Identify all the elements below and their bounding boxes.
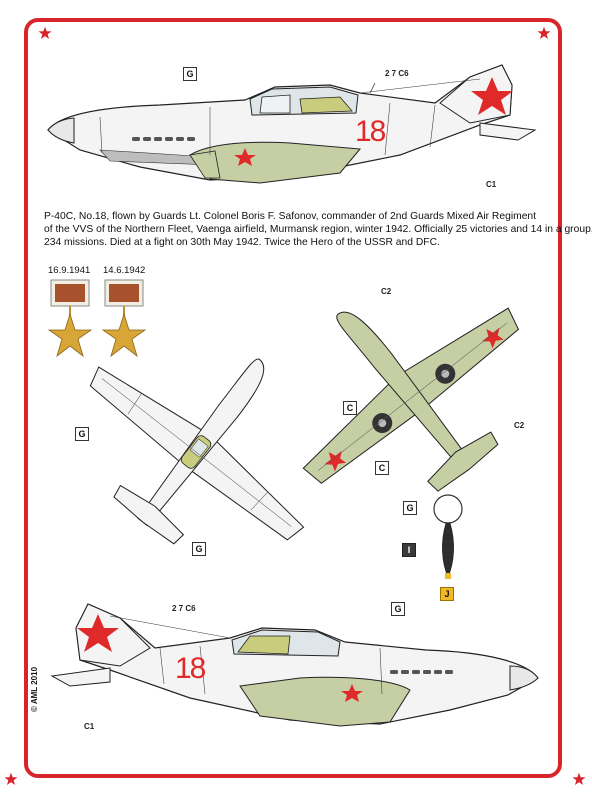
aircraft-underside-view xyxy=(302,307,520,492)
corner-star-bottom-left-icon xyxy=(4,772,18,785)
medal-date-1: 16.9.1941 xyxy=(48,265,91,276)
gold-star-medal-2-icon xyxy=(101,279,147,358)
propeller-spinner-icon xyxy=(433,494,463,579)
stencil-underside-c2-a: C2 xyxy=(381,287,392,296)
aircraft-left-profile xyxy=(47,64,537,184)
description-line-3: 234 missions. Died at a fight on 30th Ma… xyxy=(44,237,440,248)
gold-star-medal-1-icon xyxy=(47,279,93,358)
stencil-top-c1: C1 xyxy=(486,180,497,189)
red-border-frame xyxy=(24,18,562,778)
corner-star-bottom-right-icon xyxy=(572,772,586,785)
corner-star-top-left-icon xyxy=(38,26,52,39)
aircraft-description: P-40C, No.18, flown by Guards Lt. Colone… xyxy=(44,210,592,249)
callout-g-spinner: G xyxy=(403,501,417,515)
stencil-bottom-c1: C1 xyxy=(84,722,95,731)
callout-j-propeller-tip: J xyxy=(440,587,454,601)
medal-date-2: 14.6.1942 xyxy=(103,265,146,276)
aircraft-number-bottom: 18 xyxy=(175,652,206,685)
callout-g-top-profile: G xyxy=(183,67,197,81)
callout-g-top-view-left: G xyxy=(75,427,89,441)
aircraft-right-profile xyxy=(50,603,539,727)
callout-g-top-view-bottom: G xyxy=(192,542,206,556)
copyright-text: © AML 2010 xyxy=(30,666,39,712)
aircraft-number-top: 18 xyxy=(355,115,386,148)
description-line-1: P-40C, No.18, flown by Guards Lt. Colone… xyxy=(44,211,537,222)
stencil-top-tail: 2 7 C6 xyxy=(385,69,409,78)
callout-c-underside-bottom: C xyxy=(375,461,389,475)
aircraft-top-view xyxy=(89,358,305,545)
corner-star-top-right-icon xyxy=(537,26,551,39)
callout-i-propeller-blade: I xyxy=(402,543,416,557)
description-line-2: of the VVS of the Northern Fleet, Vaenga… xyxy=(44,224,592,235)
stencil-bottom-tail: 2 7 C6 xyxy=(172,604,196,613)
stencil-underside-c2-b: C2 xyxy=(514,421,525,430)
callout-c-underside-left: C xyxy=(343,401,357,415)
callout-g-bottom-profile: G xyxy=(391,602,405,616)
